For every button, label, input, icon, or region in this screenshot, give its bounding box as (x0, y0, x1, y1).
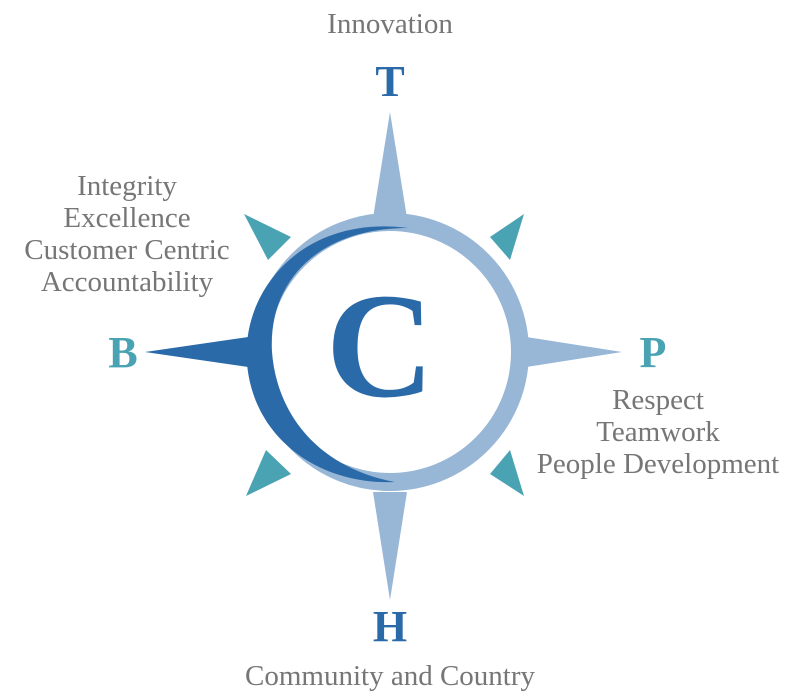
northeast-triangle (490, 214, 524, 260)
south-ray (373, 492, 407, 600)
dark-crescent (246, 226, 408, 483)
south-value: Community and Country (245, 660, 535, 692)
southeast-triangle (490, 450, 524, 496)
east-ray (520, 336, 622, 368)
southwest-triangle (246, 450, 291, 496)
west-values: Integrity Excellence Customer Centric Ac… (0, 170, 254, 298)
north-letter: T (375, 57, 405, 106)
west-value: Accountability (40, 266, 214, 298)
east-letter: P (639, 328, 667, 377)
east-values: Respect Teamwork People Development (518, 384, 798, 480)
north-value: Innovation (327, 8, 453, 40)
west-value: Integrity (77, 170, 177, 202)
west-value: Excellence (63, 202, 191, 234)
east-value: People Development (536, 448, 780, 480)
northwest-triangle (244, 214, 291, 260)
east-value: Respect (612, 384, 704, 416)
north-ray (373, 112, 407, 218)
west-letter: B (108, 328, 138, 377)
west-ray (145, 335, 262, 369)
center-letter: C (326, 263, 434, 429)
west-value: Customer Centric (24, 234, 230, 266)
east-value: Teamwork (596, 416, 720, 448)
south-letter: H (372, 602, 408, 651)
